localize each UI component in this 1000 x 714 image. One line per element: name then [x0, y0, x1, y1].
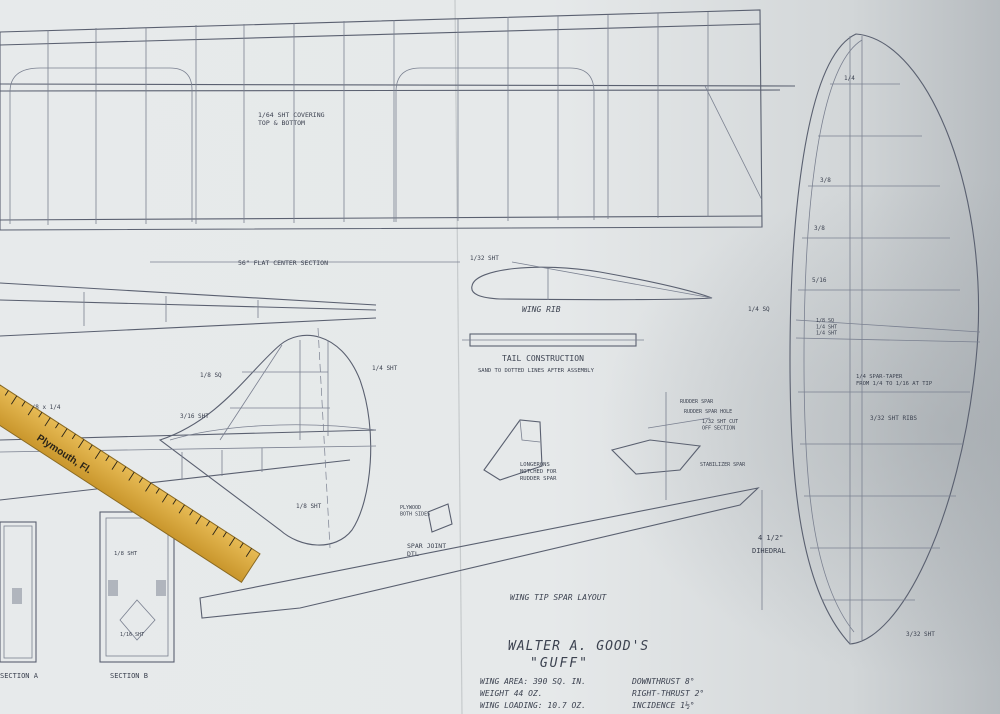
title-name: "GUFF" — [530, 656, 589, 671]
tip-label-1: 1/4 — [844, 75, 855, 82]
tail-construction-title: TAIL CONSTRUCTION — [502, 354, 584, 363]
title-owner: WALTER A. GOOD'S — [508, 639, 649, 654]
stab-label-3: 3/16 SHT — [180, 413, 209, 420]
dihedral-value: 4 1/2" — [758, 534, 783, 542]
spar-joint-detail: PLYWOOD BOTH SIDES SPAR JOINT DTL — [400, 503, 453, 558]
section-b-label: SECTION B — [110, 672, 148, 680]
side-label: 1/8 x 1/4 — [28, 404, 61, 411]
spec-weight: WEIGHT 44 OZ. — [480, 689, 543, 698]
wing-rib-sheet-label: 1/32 SHT — [470, 255, 499, 262]
spec-incidence: INCIDENCE 1½° — [632, 700, 695, 710]
fuselage-label-3: 1/16 SHT — [120, 632, 144, 638]
tip-label-4: 5/16 — [812, 277, 827, 284]
stab-label-1: 1/8 SQ — [200, 372, 222, 379]
stabilizer-fuselage-drawing: 1/8 SQ 1/4 SHT 3/16 SHT 1/8 SHT 1/8 SHT … — [0, 282, 398, 549]
wing-rib-drawing: 1/32 SHT WING RIB — [470, 255, 713, 314]
tip-sheet-label: 3/32 SHT — [906, 631, 935, 638]
sht-cut-label: 1/32 SHT CUT OFF SECTION — [702, 419, 741, 431]
dihedral-label: DIHEDRAL — [752, 547, 786, 555]
spec-wing-loading: WING LOADING: 10.7 OZ. — [480, 701, 586, 710]
spec-right-thrust: RIGHT-THRUST 2° — [632, 689, 704, 698]
bulkheads-label: BULKHEADS — [120, 642, 145, 648]
section-a-label: SECTION A — [0, 672, 39, 680]
spec-downthrust: DOWNTHRUST 8° — [631, 677, 695, 686]
stab-label-4: 1/8 SHT — [296, 503, 322, 510]
spar-plywood-label: PLYWOOD BOTH SIDES — [400, 505, 430, 517]
rudder-spar-hole-label: RUDDER SPAR HOLE — [684, 409, 732, 415]
tip-label-5: 1/4 SQ — [748, 306, 770, 313]
fuselage-sections: 1/8 SHT 1/8 SHT 1/16 SHT BULKHEADS SECTI… — [0, 511, 175, 680]
tip-label-3: 3/8 — [814, 225, 825, 232]
spec-wing-area: WING AREA: 390 SQ. IN. — [480, 677, 586, 686]
wing-rib-title: WING RIB — [522, 305, 561, 314]
spar-joint-label: SPAR JOINT DTL — [407, 542, 450, 558]
tail-construction-drawing: TAIL CONSTRUCTION SAND TO DOTTED LINES A… — [462, 333, 644, 374]
wing-center-section-drawing: 1/64 SHT COVERING TOP & BOTTOM 56" FLAT … — [0, 9, 796, 267]
title-block: WALTER A. GOOD'S "GUFF" WING AREA: 390 S… — [480, 639, 704, 710]
flat-center-label: 56" FLAT CENTER SECTION — [238, 259, 328, 267]
fuselage-label-1: 1/8 SHT — [114, 551, 138, 557]
stab-label-2: 1/4 SHT — [372, 365, 398, 372]
tip-taper-label: 1/4 SPAR-TAPER FROM 1/4 TO 1/16 AT TIP — [856, 374, 933, 387]
tip-label-2: 3/8 — [820, 177, 831, 184]
rudder-spar-label: RUDDER SPAR — [680, 399, 714, 405]
tip-ribs-label: 3/32 SHT RIBS — [870, 415, 917, 422]
wing-tip-spar-label: WING TIP SPAR LAYOUT — [510, 593, 608, 602]
fuselage-label-2: 1/8 SHT — [114, 561, 138, 567]
stab-label-5: 1/8 SHT — [300, 513, 326, 520]
center-covering-label: 1/64 SHT COVERING TOP & BOTTOM — [258, 111, 328, 127]
wing-tip-spar-layout: WING TIP SPAR LAYOUT 4 1/2" DIHEDRAL — [199, 487, 786, 619]
stabilizer-spar-label: STABILIZER SPAR — [700, 462, 746, 468]
tail-note-label: SAND TO DOTTED LINES AFTER ASSEMBLY — [478, 368, 595, 374]
